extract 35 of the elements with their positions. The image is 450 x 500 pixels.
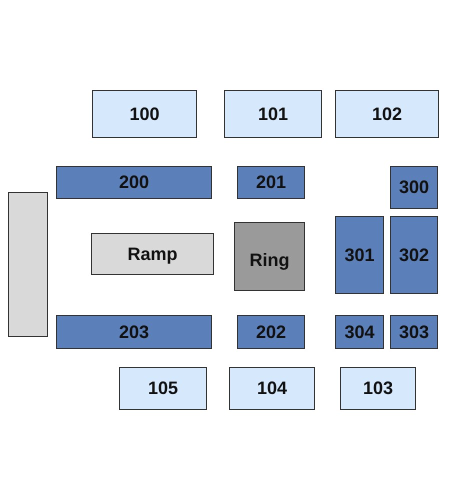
seating-section [335, 315, 384, 349]
ring-area [234, 222, 305, 291]
section-label: 100 [129, 104, 160, 124]
section-label: 103 [362, 378, 394, 399]
seating-section [56, 315, 212, 349]
side-block [8, 192, 48, 337]
section-label: 202 [256, 322, 286, 342]
section-label: 303 [398, 322, 430, 342]
section-label: 200 [118, 172, 150, 193]
seating-section [56, 166, 212, 199]
section-label: 304 [344, 322, 375, 342]
seating-section [224, 90, 322, 138]
seating-section [340, 367, 416, 410]
seating-section [390, 166, 438, 209]
section-label: 105 [148, 378, 178, 399]
section-label: 102 [372, 104, 402, 124]
seating-section [335, 90, 439, 138]
section-label: 300 [398, 177, 430, 198]
section-label: 203 [118, 322, 150, 342]
seating-section [335, 216, 384, 294]
seating-section [390, 315, 438, 349]
section-label: 302 [398, 244, 430, 266]
section-label: 101 [258, 104, 288, 124]
section-label: Ring [250, 250, 290, 271]
section-label: 301 [344, 244, 375, 266]
seating-section [390, 216, 438, 294]
section-label: 201 [256, 172, 286, 193]
seating-section [92, 90, 197, 138]
section-label: Ramp [127, 244, 178, 264]
seating-section [229, 367, 315, 410]
seating-section [237, 315, 305, 349]
stage-area [91, 233, 214, 275]
seating-section [119, 367, 207, 410]
seating-section [237, 166, 305, 199]
section-label: 104 [256, 378, 288, 399]
